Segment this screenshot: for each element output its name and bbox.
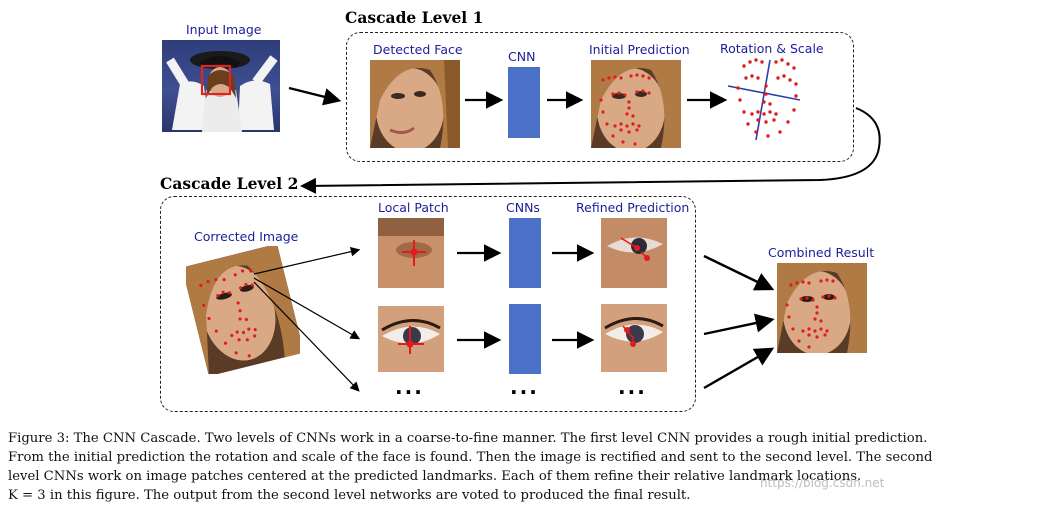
arrow-cnn-to-refined-2 bbox=[552, 331, 595, 349]
arrow-initial-to-rotation bbox=[687, 91, 728, 109]
combined-result-art bbox=[777, 263, 867, 353]
initial-prediction-image bbox=[591, 60, 681, 148]
combined-result-image bbox=[777, 263, 867, 353]
arrow-level1-to-level2 bbox=[300, 107, 881, 194]
arrow-patch1-to-cnn bbox=[457, 244, 502, 262]
local-patch-1 bbox=[378, 218, 444, 288]
cnns-label: CNNs bbox=[506, 200, 540, 215]
caption-line-4: K = 3 in this figure. The output from th… bbox=[8, 488, 691, 503]
detected-face-image bbox=[370, 60, 460, 148]
corrected-image bbox=[186, 246, 300, 374]
local-patch-label: Local Patch bbox=[378, 200, 449, 215]
arrow-face-to-cnn bbox=[465, 91, 504, 109]
cascade-level-1-panel bbox=[346, 32, 854, 162]
caption-line-3: level CNNs work on image patches centere… bbox=[8, 469, 862, 484]
cascade-level-1-heading: Cascade Level 1 bbox=[345, 8, 484, 27]
refined-prediction-label: Refined Prediction bbox=[576, 200, 690, 215]
initial-prediction-art bbox=[591, 60, 681, 148]
arrow-cnn-to-refined-1 bbox=[552, 244, 595, 262]
refined-prediction-2-art bbox=[601, 304, 667, 372]
corrected-image-label: Corrected Image bbox=[194, 229, 299, 244]
cascade-level-2-panel bbox=[160, 196, 696, 412]
arrows-to-combined bbox=[703, 254, 775, 390]
cnn-block bbox=[508, 67, 540, 138]
combined-result-label: Combined Result bbox=[768, 245, 875, 260]
watermark: https://blog.csdn.net bbox=[760, 476, 885, 490]
arrows-corrected-to-patches bbox=[253, 246, 361, 392]
rotation-scale-label: Rotation & Scale bbox=[720, 41, 824, 56]
local-patch-2-art bbox=[378, 306, 444, 372]
ellipsis-refined: ··· bbox=[618, 380, 647, 404]
input-image-label: Input Image bbox=[186, 22, 262, 37]
detected-face-art bbox=[370, 60, 460, 148]
refined-prediction-1-art bbox=[601, 218, 667, 288]
cnn-label: CNN bbox=[508, 49, 536, 64]
refined-prediction-1 bbox=[601, 218, 667, 288]
input-image-art bbox=[166, 51, 278, 132]
cnn-block-2b bbox=[509, 304, 541, 374]
cnn-block-2a bbox=[509, 218, 541, 288]
cascade-level-2-heading: Cascade Level 2 bbox=[160, 174, 299, 193]
rotation-scale-plot bbox=[727, 58, 801, 141]
ellipsis-local-patch: ··· bbox=[395, 380, 424, 404]
corrected-image-art bbox=[186, 246, 300, 374]
arrow-cnn-to-initial bbox=[547, 91, 584, 109]
arrow-input-to-level1 bbox=[288, 86, 342, 106]
local-patch-2 bbox=[378, 306, 444, 372]
local-patch-1-art bbox=[378, 218, 444, 288]
detected-face-label: Detected Face bbox=[373, 42, 463, 57]
ellipsis-cnns: ··· bbox=[510, 380, 539, 404]
caption-line-2: From the initial prediction the rotation… bbox=[8, 450, 933, 465]
initial-prediction-label: Initial Prediction bbox=[589, 42, 690, 57]
refined-prediction-2 bbox=[601, 304, 667, 372]
caption-line-1: Figure 3: The CNN Cascade. Two levels of… bbox=[8, 431, 928, 446]
figure-caption: Figure 3: The CNN Cascade. Two levels of… bbox=[8, 429, 1032, 505]
input-image bbox=[162, 40, 280, 132]
arrow-patch2-to-cnn bbox=[457, 331, 502, 349]
